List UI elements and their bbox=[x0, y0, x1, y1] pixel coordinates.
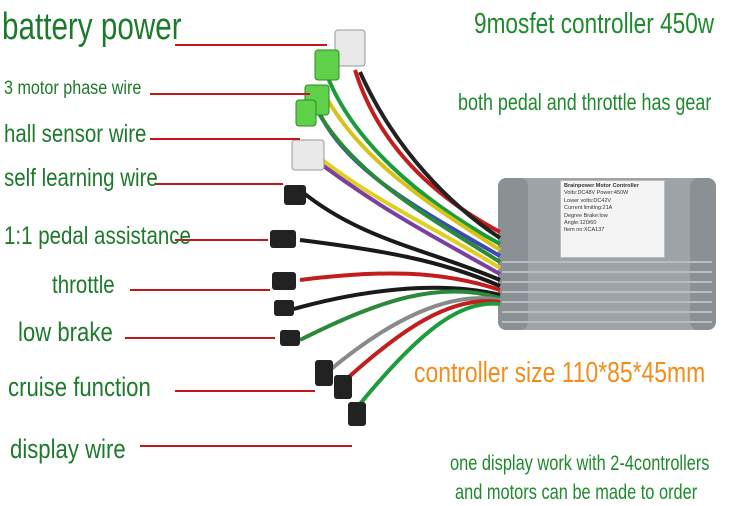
sticker-line: Degree Brake:low bbox=[564, 212, 608, 219]
info-size: controller size 110*85*45mm bbox=[414, 357, 706, 389]
sticker-line: Volts:DC48V Power:450W bbox=[564, 190, 629, 197]
sticker-line: Angle:120/60 bbox=[564, 220, 597, 227]
controller-sticker: Brainpower Motor Controller Volts:DC48V … bbox=[560, 180, 665, 258]
label-battery-power: battery power bbox=[2, 6, 182, 48]
label-throttle: throttle bbox=[52, 271, 115, 299]
info-note-line2: and motors can be made to order bbox=[455, 481, 698, 504]
pointer-throttle bbox=[130, 289, 270, 291]
pointer-pedal bbox=[175, 239, 268, 241]
sticker-line: Lower volts:DC42V bbox=[564, 197, 612, 204]
connectors bbox=[270, 29, 366, 426]
label-pedal-assistance: 1:1 pedal assistance bbox=[4, 222, 191, 250]
wires bbox=[289, 69, 502, 412]
label-self-learning: self learning wire bbox=[4, 164, 158, 192]
pointer-self-learning bbox=[155, 183, 283, 185]
pointer-battery bbox=[175, 44, 327, 46]
sticker-line: Current limiting:21A bbox=[564, 205, 613, 212]
sticker-line: Brainpower Motor Controller bbox=[564, 183, 639, 189]
label-hall-sensor: hall sensor wire bbox=[4, 120, 147, 148]
info-gear: both pedal and throttle has gear bbox=[458, 89, 712, 115]
pointer-hall bbox=[150, 138, 300, 140]
pointer-brake bbox=[125, 337, 275, 339]
label-low-brake: low brake bbox=[18, 317, 113, 347]
sticker-line: Item no:XCA137 bbox=[564, 227, 605, 234]
label-motor-phase: 3 motor phase wire bbox=[4, 78, 142, 99]
pointer-display bbox=[140, 445, 352, 447]
pointer-motor-phase bbox=[150, 93, 310, 95]
label-display-wire: display wire bbox=[10, 434, 126, 464]
info-title: 9mosfet controller 450w bbox=[474, 8, 715, 40]
label-cruise-function: cruise function bbox=[8, 372, 151, 402]
pointer-cruise bbox=[175, 390, 315, 392]
info-note-line1: one display work with 2-4controllers bbox=[450, 452, 710, 475]
